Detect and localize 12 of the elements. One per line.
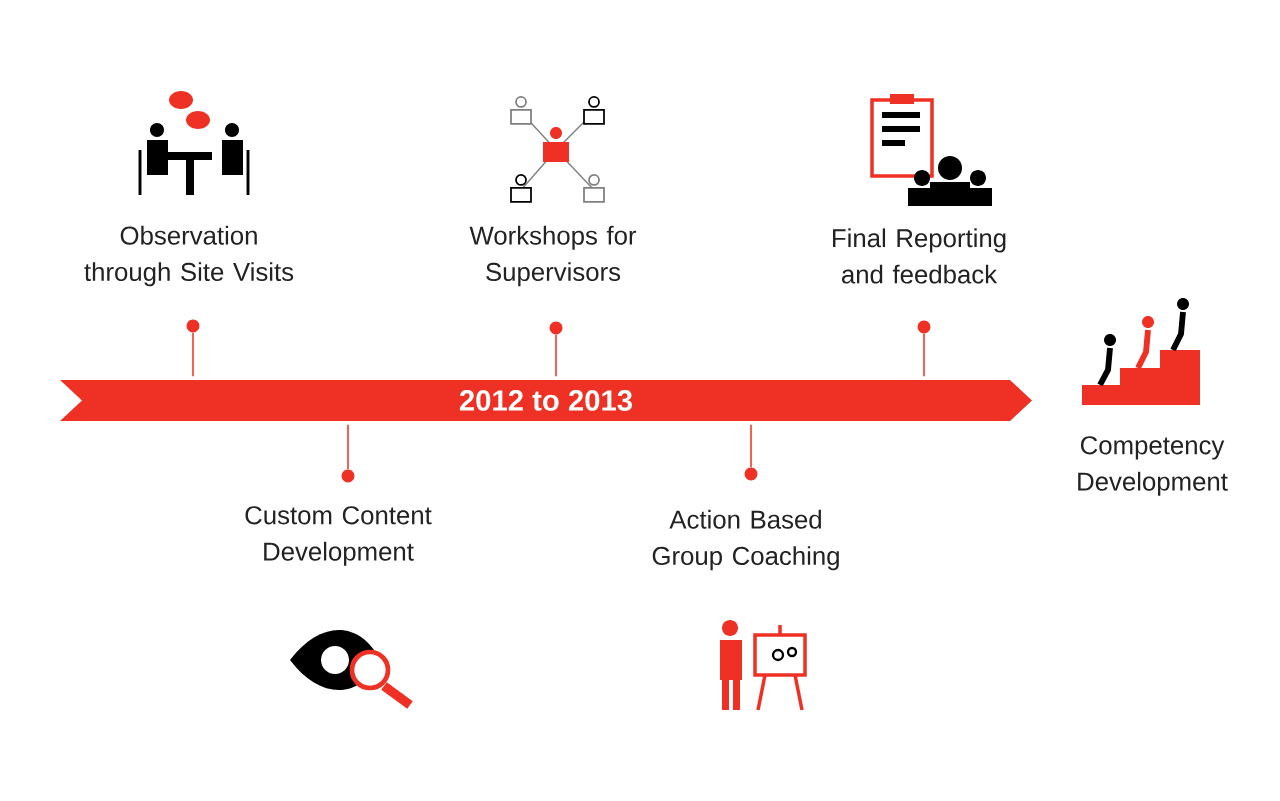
timeline-band: 2012 to 2013 bbox=[60, 380, 1032, 421]
milestone-text: Action Based Group Coaching bbox=[652, 509, 839, 571]
pin-connector bbox=[923, 332, 925, 377]
label-text: Competency Development bbox=[1078, 436, 1228, 496]
pin-connector bbox=[555, 333, 557, 377]
pin-connector bbox=[192, 331, 194, 377]
milestone-text: Workshops for Supervisors bbox=[469, 225, 637, 287]
milestone-text: Observation through Site Visits bbox=[84, 225, 294, 287]
pin-connector bbox=[750, 424, 752, 469]
pin-connector bbox=[347, 424, 349, 471]
milestone-text: Final Reporting and feedback bbox=[833, 228, 1006, 284]
milestone-text: Custom Content Development bbox=[245, 506, 432, 566]
